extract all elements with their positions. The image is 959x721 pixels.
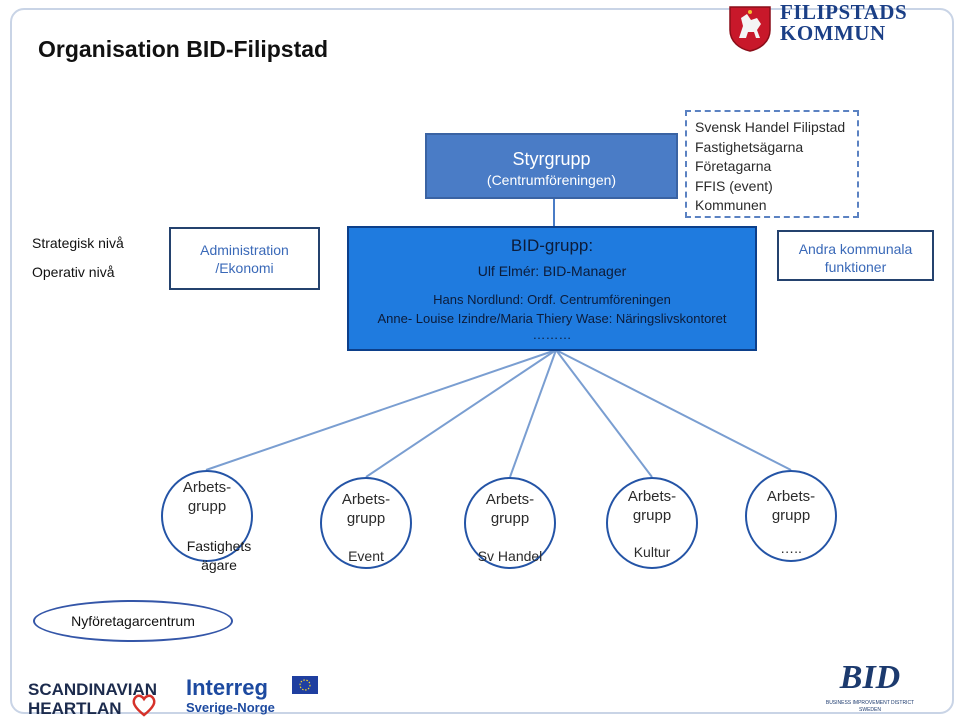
other-line1: Andra kommunala bbox=[798, 241, 913, 257]
eu-flag-icon bbox=[292, 676, 318, 694]
styrgrupp-box: Styrgrupp (Centrumföreningen) bbox=[425, 133, 678, 199]
operative-level-label: Operativ nivå bbox=[32, 264, 115, 280]
wg-line2: grupp bbox=[187, 498, 227, 515]
nyforetagarcentrum-ellipse: Nyföretagarcentrum bbox=[33, 600, 233, 642]
wg-line2: grupp bbox=[632, 507, 672, 524]
other-line2: funktioner bbox=[824, 259, 887, 275]
wg-sub1: Fastighets bbox=[186, 538, 252, 554]
scandinavian-line1: SCANDINAVIAN bbox=[28, 680, 158, 699]
wg-sub1: Sv Handel bbox=[477, 548, 543, 564]
page-title: Organisation BID-Filipstad bbox=[38, 36, 329, 62]
bid-group-title: BID-grupp: bbox=[510, 236, 594, 255]
bid-sweden-logo: BID BUSINESS IMPROVEMENT DISTRICT SWEDEN bbox=[822, 660, 918, 714]
bid-member-line2: Anne- Louise Izindre/Maria Thiery Wase: … bbox=[377, 311, 727, 326]
member-item: FFIS (event) bbox=[695, 177, 773, 194]
admin-line2: /Ekonomi bbox=[215, 260, 274, 276]
admin-line1: Administration bbox=[200, 242, 289, 258]
logo-line2: KOMMUN bbox=[780, 21, 886, 45]
member-item: Fastighetsägarna bbox=[695, 138, 804, 155]
styrgrupp-subtitle: (Centrumföreningen) bbox=[486, 172, 617, 188]
slide-frame bbox=[10, 8, 954, 714]
bid-logo-line2: SWEDEN bbox=[859, 707, 881, 713]
scandinavian-line2: HEARTLAN bbox=[28, 699, 122, 718]
wg-line2: grupp bbox=[771, 507, 811, 524]
wg-sub2: ägare bbox=[201, 557, 237, 573]
bid-member-line1: Hans Nordlund: Ordf. Centrumföreningen bbox=[433, 292, 671, 307]
wg-line1: Arbets- bbox=[341, 491, 391, 508]
members-box: Svensk Handel Filipstad Fastighetsägarna… bbox=[685, 110, 859, 218]
wg-line1: Arbets- bbox=[182, 479, 232, 496]
strategic-level-label: Strategisk nivå bbox=[32, 235, 124, 251]
administration-box: Administration /Ekonomi bbox=[169, 227, 320, 290]
bid-logo-line1: BUSINESS IMPROVEMENT DISTRICT bbox=[825, 700, 915, 706]
wg-line2: grupp bbox=[490, 510, 530, 527]
wg-line2: grupp bbox=[346, 510, 386, 527]
working-group-circle: Arbets- grupp ….. bbox=[745, 470, 837, 562]
member-item: Företagarna bbox=[695, 158, 772, 174]
working-group-label: Fastighets ägare bbox=[164, 537, 274, 575]
wg-sub1: ….. bbox=[780, 540, 802, 556]
member-item: Svensk Handel Filipstad bbox=[695, 119, 846, 135]
filipstad-logo-text: FILIPSTADS KOMMUN bbox=[780, 2, 907, 44]
interreg-logo: Interreg Sverige-Norge bbox=[186, 676, 275, 716]
interreg-line1: Interreg bbox=[186, 675, 268, 700]
styrgrupp-title: Styrgrupp bbox=[512, 149, 591, 169]
working-group-circle: Arbets- grupp Event bbox=[320, 477, 412, 569]
heart-icon bbox=[132, 694, 156, 717]
wg-sub1: Kultur bbox=[633, 544, 671, 560]
logo-line1: FILIPSTADS bbox=[780, 0, 908, 24]
bid-logo-mark: BID bbox=[839, 659, 901, 696]
wg-sub1: Event bbox=[348, 548, 384, 564]
bid-member-line3: ……… bbox=[532, 327, 572, 342]
coat-of-arms-icon bbox=[729, 6, 771, 52]
wg-line1: Arbets- bbox=[485, 491, 535, 508]
bid-manager: Ulf Elmér: BID-Manager bbox=[477, 263, 627, 279]
wg-line1: Arbets- bbox=[627, 488, 677, 505]
scandinavian-heartland-logo: SCANDINAVIAN HEARTLAN bbox=[28, 680, 157, 718]
working-group-circle: Arbets- grupp Kultur bbox=[606, 477, 698, 569]
wg-line1: Arbets- bbox=[766, 488, 816, 505]
interreg-line2: Sverige-Norge bbox=[186, 700, 275, 715]
working-group-circle: Arbets- grupp Sv Handel bbox=[464, 477, 556, 569]
working-group-circle: Arbets- grupp bbox=[161, 470, 253, 562]
bid-group-box: BID-grupp: Ulf Elmér: BID-Manager Hans N… bbox=[347, 226, 757, 351]
other-functions-box: Andra kommunala funktioner bbox=[777, 230, 934, 281]
member-item: Kommunen bbox=[695, 197, 767, 213]
